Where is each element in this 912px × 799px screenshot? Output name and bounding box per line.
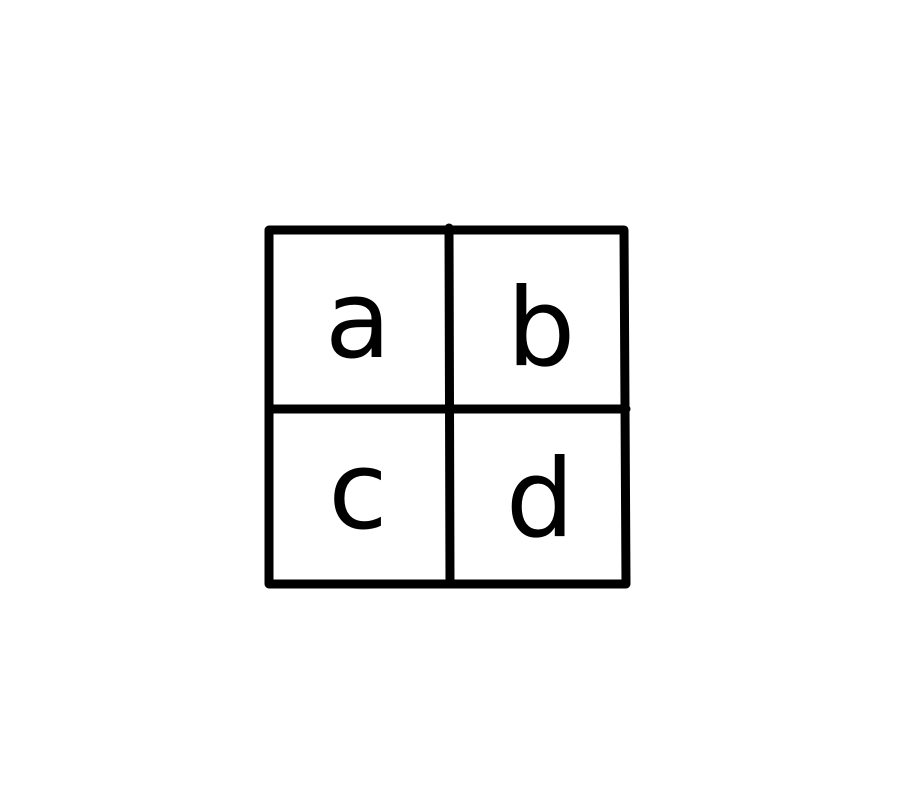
cell-label-bottom-left: c [328, 429, 387, 554]
grid-outer-border [264, 225, 631, 589]
cell-label-top-right: b [507, 266, 576, 391]
grid [264, 223, 631, 589]
cell-labels: a b c d [325, 258, 575, 562]
cell-label-top-left: a [325, 258, 391, 383]
cell-label-bottom-right: d [506, 437, 575, 562]
